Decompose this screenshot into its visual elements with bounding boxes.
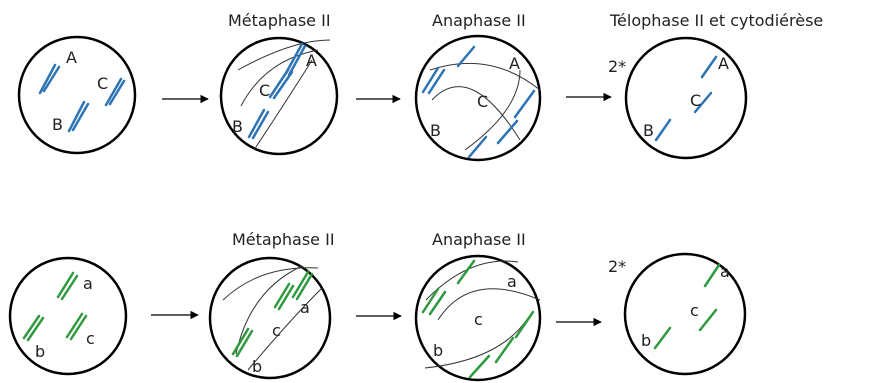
label-A: A <box>66 48 77 67</box>
label-a: a <box>507 272 517 291</box>
label-C: C <box>690 91 701 110</box>
top-anaphase-label: Anaphase II <box>432 11 526 30</box>
label-b: b <box>35 342 45 361</box>
label-B: B <box>643 121 654 140</box>
bottom-cell-start: a c b <box>8 256 128 376</box>
top-multiplier: 2* <box>608 57 626 76</box>
top-metaphase-label: Métaphase II <box>228 11 331 30</box>
top-cell-anaphase: A C B <box>414 34 542 162</box>
chromatid-B <box>654 118 672 142</box>
label-C: C <box>259 81 270 100</box>
chromosome-b <box>231 327 254 358</box>
row-bottom: Métaphase II Anaphase II a c b <box>8 230 747 382</box>
label-a: a <box>300 298 310 317</box>
top-cell-telophase: A C B <box>624 36 748 160</box>
label-C: C <box>97 74 108 93</box>
chromosome-c <box>65 312 88 341</box>
label-A: A <box>718 54 729 73</box>
label-c: c <box>86 329 95 348</box>
bottom-metaphase-label: Métaphase II <box>232 230 335 249</box>
chromatid-C <box>693 91 713 114</box>
label-a: a <box>83 274 93 293</box>
chromatid-c <box>698 308 718 332</box>
chromosome-a <box>291 270 314 301</box>
label-B: B <box>52 115 63 134</box>
bottom-anaphase-label: Anaphase II <box>432 230 526 249</box>
label-b: b <box>252 357 262 376</box>
bottom-multiplier: 2* <box>608 257 626 276</box>
bottom-cell-anaphase: a c b <box>414 254 542 382</box>
bottom-cell-metaphase: a c b <box>208 256 332 380</box>
label-c: c <box>474 310 483 329</box>
chromosome-B <box>247 108 270 140</box>
label-B: B <box>232 117 243 136</box>
chromosome-C <box>268 68 294 100</box>
chromosome-b <box>22 314 45 342</box>
chromatid <box>421 45 536 159</box>
chromatid <box>421 259 535 379</box>
label-A: A <box>509 54 520 73</box>
chromosome-a <box>56 271 79 301</box>
chromatid-a <box>703 263 721 288</box>
label-A: A <box>306 51 317 70</box>
top-cell-start: A C B <box>17 35 137 155</box>
label-c: c <box>272 321 281 340</box>
label-b: b <box>433 341 443 360</box>
chromosome-C <box>104 77 126 107</box>
label-b: b <box>641 331 651 350</box>
label-c: c <box>690 301 699 320</box>
label-B: B <box>430 121 441 140</box>
top-telophase-label: Télophase II et cytodiérèse <box>609 11 823 30</box>
chromatid-b <box>653 326 672 350</box>
bottom-cell-telophase: a c b <box>623 252 747 376</box>
label-a: a <box>720 262 730 281</box>
chromosome-A <box>284 42 307 77</box>
chromatid-A <box>700 55 718 79</box>
chromosome-c <box>273 282 295 311</box>
chromosome-B <box>67 100 90 133</box>
chromosome-A <box>38 63 61 95</box>
top-cell-metaphase: A C B <box>219 36 339 156</box>
row-top: Métaphase II Anaphase II Télophase II et… <box>17 11 823 162</box>
label-C: C <box>477 92 488 111</box>
